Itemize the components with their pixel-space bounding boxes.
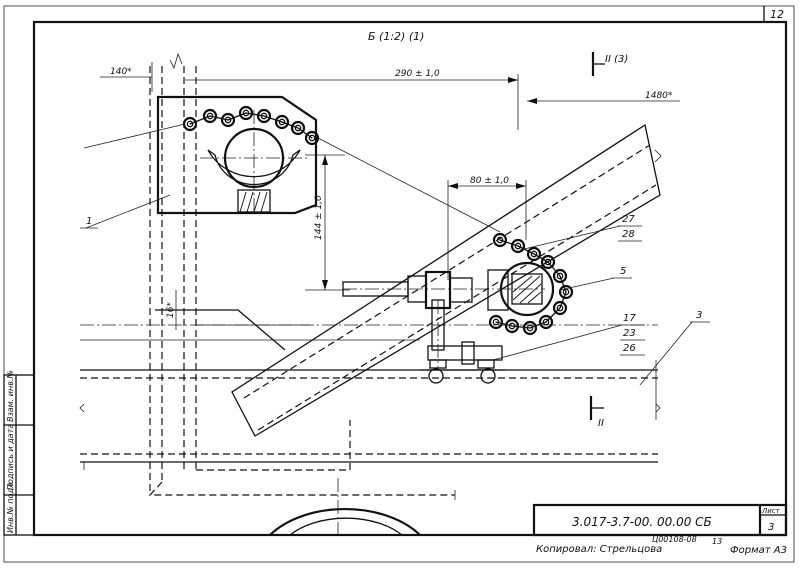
chain-plate [189,115,211,125]
chain-pin [496,236,504,244]
dim-144: 144 ± 1,0 [305,154,350,291]
dim-80: 80 ± 1,0 [447,176,527,280]
chain-link [492,232,508,248]
svg-text:26: 26 [623,343,636,354]
stamp-col2: Подпись и дата [6,424,15,490]
chain-link [274,114,290,130]
shaft-5 [499,261,555,317]
section-mark-bottom: II [589,396,604,429]
dim-290: 290 ± 1,0 [185,69,519,130]
section-mark-top: II (3) [591,52,628,76]
chain-pin [526,324,534,332]
upper-chain [182,105,320,146]
chain-pin [542,318,550,326]
order-number: Ц00108-08 [652,535,697,544]
chain-link [526,246,542,262]
lower-chain [488,232,574,336]
chain-pin [492,318,500,326]
chain-pin [242,109,250,117]
svg-text:1: 1 [86,216,92,227]
chain-pin [186,120,194,128]
svg-text:5: 5 [620,266,626,277]
chain-link [558,284,574,300]
dim-1480: 1480* [527,91,680,104]
svg-text:II (3): II (3) [605,54,628,65]
sheet-value: 3 [768,522,774,533]
inner-frame [32,20,788,537]
format-label: Формат А3 [730,545,787,556]
lower-angle [83,420,456,500]
chain-link [552,268,568,284]
chain-link [538,314,554,330]
chain-pin [278,118,286,126]
chain-link [552,300,568,316]
svg-text:II: II [598,418,604,429]
svg-text:140*: 140* [110,67,132,77]
diagonal-channel [231,123,662,437]
chain-pin [294,124,302,132]
callout-5: 5 [612,266,632,279]
copied-by: Копировал: Стрельцова [536,544,662,555]
leader-lines [83,123,693,386]
chain-pin [556,304,564,312]
callout-3: 3 [690,310,710,323]
svg-text:80 ± 1,0: 80 ± 1,0 [470,176,509,186]
chain-pin [224,116,232,124]
chain-pin [308,134,316,142]
side-stamp: Инв.№ подл. Подпись и дата Взам. инв.№ [3,370,35,536]
title-block: 3.017-3.7-00. 00.00 СБ Лист 3 [532,503,788,537]
chain-link [238,105,254,121]
bottom-bracket [420,341,505,384]
svg-text:1480*: 1480* [645,91,673,101]
chain-pin [530,250,538,258]
chain-link [504,318,520,334]
chain-link [220,112,236,128]
sheet-label: Лист [761,507,781,515]
svg-text:17: 17 [623,313,636,324]
view-title: Б (1:2) (1) [368,30,424,43]
chain-link [290,120,306,136]
vertical-post [149,52,197,495]
chain-pin [544,258,552,266]
callout-27-28: 27 28 [618,214,642,242]
chain-link [488,314,504,330]
svg-text:23: 23 [623,328,636,339]
stamp-col3: Взам. инв.№ [6,370,15,422]
footer: Копировал: Стрельцова Ц00108-08 13 Форма… [536,535,787,556]
callout-17-23-26: 17 23 26 [620,313,645,356]
sub-number: 13 [712,537,722,546]
horizontal-beam [79,324,661,463]
chain-pin [514,242,522,250]
chain-link [202,108,218,124]
dim-140: 140* [100,62,153,92]
chain-pin [562,288,570,296]
chain-link [540,254,556,270]
callout-1: 1 [80,216,98,229]
svg-text:28: 28 [622,229,635,240]
svg-text:27: 27 [622,214,635,225]
svg-text:3: 3 [696,310,702,321]
bottom-arch [269,478,421,536]
chain-pin [556,272,564,280]
chain-pin [206,112,214,120]
clamp-plate-1 [156,95,318,215]
brace [155,309,310,351]
chain-link [522,320,538,336]
chain-link [510,238,526,254]
svg-text:144 ± 1,0: 144 ± 1,0 [314,195,324,240]
designation: 3.017-3.7-00. 00.00 СБ [572,515,712,529]
chain-link [256,108,272,124]
chain-pin [260,112,268,120]
tensioner-bolt [342,269,545,370]
stamp-col1: Инв.№ подл. [6,480,15,533]
outer-frame [3,5,795,563]
svg-text:290 ± 1,0: 290 ± 1,0 [395,69,440,79]
page-number: 12 [770,8,784,21]
chain-pin [508,322,516,330]
